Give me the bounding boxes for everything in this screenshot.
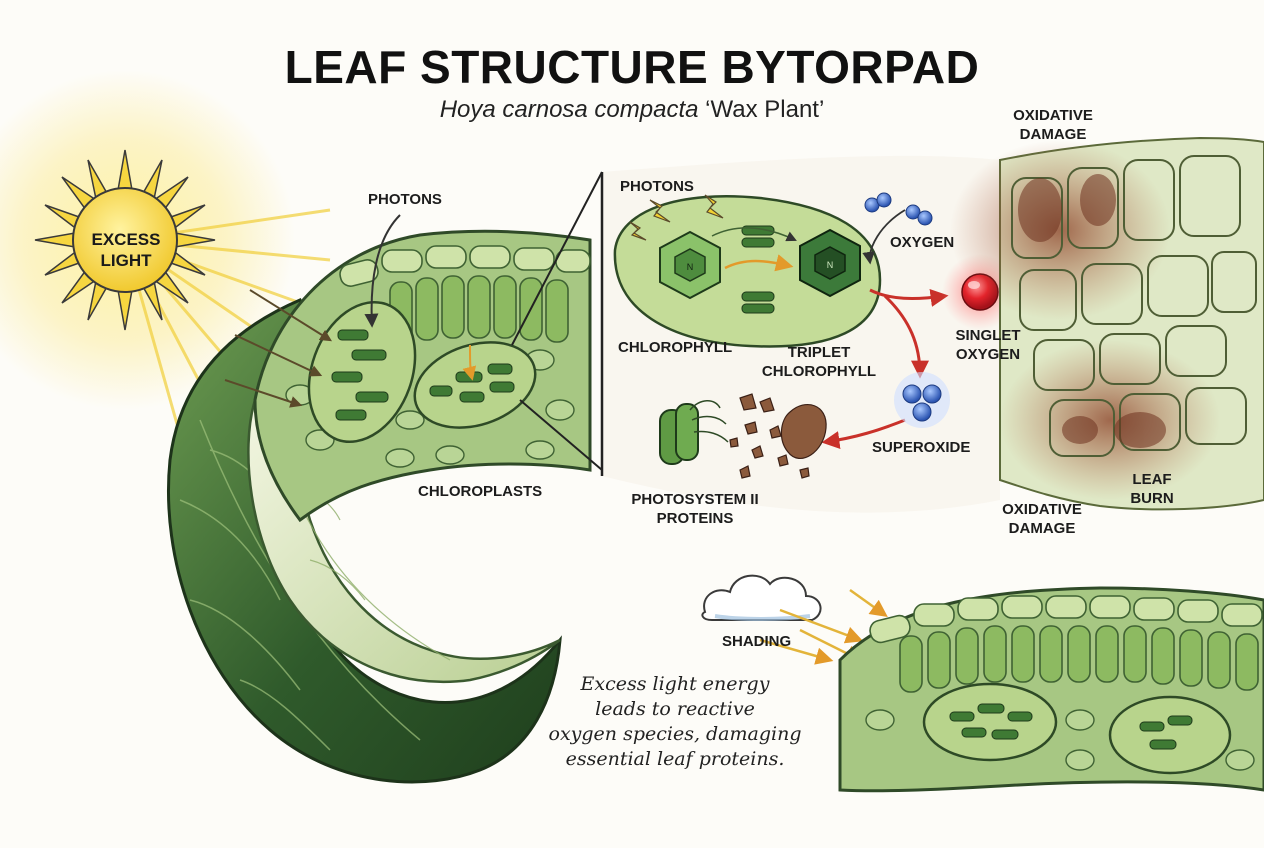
label-singlet-oxygen: SINGLET OXYGEN [955, 327, 1021, 363]
chloroplast-right [413, 341, 537, 429]
svg-text:N: N [827, 260, 834, 270]
label-photons-left: PHOTONS [368, 191, 442, 208]
superoxide-icon [894, 372, 950, 428]
label-chlorophyll: CHLOROPHYLL [618, 339, 733, 356]
species-name: Hoya carnosa compacta [439, 96, 699, 123]
cloud-icon [701, 574, 822, 621]
svg-text:N: N [687, 262, 694, 272]
chlorophyll-molecule-icon: N [659, 230, 721, 300]
page-title: LEAF STRUCTURE BYTORPAD [284, 41, 980, 93]
photon-bolt-icon [629, 194, 724, 241]
zoom-lines [511, 171, 603, 471]
label-triplet-chlorophyll: TRIPLET CHLOROPHYLL [761, 344, 877, 380]
label-photosystem-ii-proteins: PHOTOSYSTEM II PROTEINS [631, 491, 759, 527]
shading-scene [701, 574, 1264, 793]
oxygen-molecule-icon [864, 192, 933, 226]
label-leaf-burn: LEAF BURN [1130, 471, 1174, 507]
label-superoxide: SUPEROXIDE [872, 439, 971, 456]
label-oxidative-damage-top: OXIDATIVE DAMAGE [1013, 107, 1093, 143]
sun-icon [0, 70, 331, 471]
leaf-cross-section [224, 214, 592, 523]
label-chloroplasts: CHLOROPLASTS [418, 483, 543, 500]
label-excess-light: EXCESS LIGHT [91, 230, 161, 270]
page-subtitle: Hoya carnosa compacta ‘Wax Plant’ [0, 96, 1264, 124]
common-name: ‘Wax Plant’ [698, 96, 825, 123]
label-shading: SHADING [722, 633, 792, 650]
chloroplast-left [307, 300, 417, 444]
caption-note: Excess light energy leads to reactive ox… [548, 673, 802, 770]
triplet-chlorophyll-molecule-icon: N [799, 228, 861, 298]
label-photons-inset: PHOTONS [620, 178, 694, 195]
oxidative-damage-tissue [950, 136, 1264, 511]
photosystem-ii-protein-icon [659, 393, 827, 479]
label-oxidative-damage-bottom: OXIDATIVE DAMAGE [1002, 501, 1082, 537]
label-oxygen: OXYGEN [890, 234, 955, 251]
